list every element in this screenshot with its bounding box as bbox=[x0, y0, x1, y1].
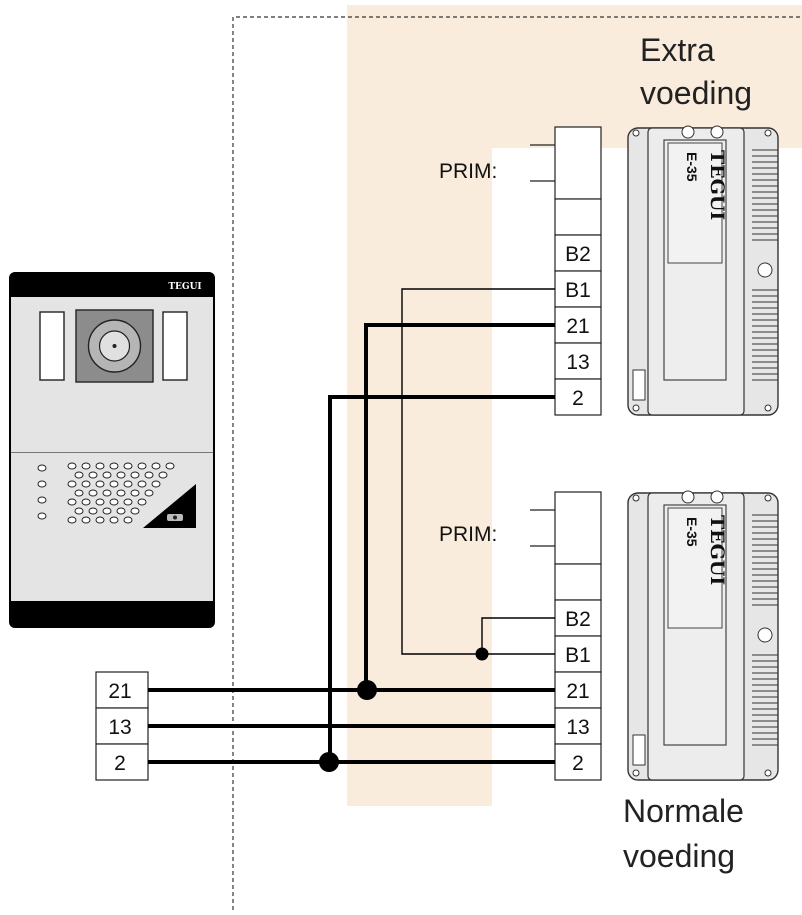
bottom-terminal-b1: B1 bbox=[565, 644, 591, 667]
bottom-terminal-b2: B2 bbox=[565, 608, 591, 631]
wire-21-branch bbox=[364, 323, 555, 690]
panel-terminal-21: 21 bbox=[108, 680, 131, 703]
bottom-prim-block bbox=[554, 491, 602, 565]
panel-terminal-2: 2 bbox=[114, 752, 126, 775]
extra-supply-highlight bbox=[347, 5, 802, 806]
top-terminal-block: PRIM: B2 B1 21 13 2 bbox=[439, 126, 602, 416]
junction-b1 bbox=[475, 647, 489, 661]
doorpanel-brand: TEGUI bbox=[168, 282, 201, 292]
installation-boundary bbox=[232, 16, 802, 910]
top-terminal-13: 13 bbox=[566, 351, 589, 374]
psu-bottom-brand: TEGUI bbox=[706, 515, 728, 585]
top-prim-label: PRIM: bbox=[439, 160, 497, 183]
bottom-terminal-13: 13 bbox=[566, 716, 589, 739]
bottom-terminal-block: PRIM: B2 B1 21 13 2 bbox=[439, 491, 602, 781]
psu-top-model: E-35 bbox=[684, 152, 700, 182]
power-supply-extra: TEGUI E-35 bbox=[627, 125, 779, 416]
psu-top-screw-icon bbox=[757, 262, 773, 278]
top-terminal-b1: B1 bbox=[565, 279, 591, 302]
wires bbox=[148, 288, 555, 764]
extra-label-line2: voeding bbox=[640, 75, 752, 111]
doorpanel-right-light bbox=[162, 311, 188, 381]
junction-21 bbox=[357, 680, 377, 700]
bottom-prim-label: PRIM: bbox=[439, 523, 497, 546]
speaker-grille-icon bbox=[67, 462, 175, 524]
normal-label-line2: voeding bbox=[623, 838, 735, 874]
power-supply-normal: TEGUI E-35 bbox=[627, 490, 779, 781]
door-panel: TEGUI bbox=[9, 272, 215, 628]
top-terminal-21: 21 bbox=[566, 315, 589, 338]
doorpanel-left-light bbox=[39, 311, 65, 381]
top-empty-terminal bbox=[554, 198, 602, 236]
top-terminal-b2: B2 bbox=[565, 243, 591, 266]
wire-b2-bridge bbox=[481, 617, 555, 654]
psu-bottom-model: E-35 bbox=[684, 517, 700, 547]
junction-2 bbox=[319, 752, 339, 772]
top-prim-block bbox=[554, 126, 602, 200]
panel-terminal-block: 21 13 2 bbox=[95, 671, 149, 781]
top-terminal-2: 2 bbox=[572, 387, 584, 410]
bottom-terminal-2: 2 bbox=[572, 752, 584, 775]
speaker-grille-left bbox=[37, 464, 47, 520]
normal-label-line1: Normale bbox=[623, 793, 744, 829]
extra-label-line1: Extra bbox=[640, 32, 715, 68]
psu-bottom-screw-icon bbox=[757, 627, 773, 643]
bottom-terminal-21: 21 bbox=[566, 680, 589, 703]
panel-terminal-13: 13 bbox=[108, 716, 131, 739]
psu-top-brand: TEGUI bbox=[706, 150, 728, 220]
wire-2-branch bbox=[328, 395, 555, 762]
bottom-empty-terminal bbox=[554, 563, 602, 601]
